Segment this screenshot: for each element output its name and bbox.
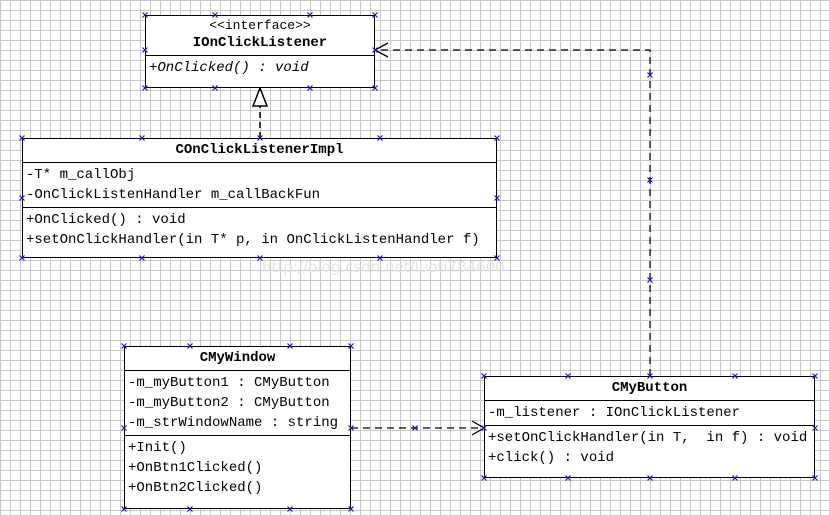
- operation: +OnClicked() : void: [26, 212, 186, 228]
- selection-handle: [287, 343, 293, 349]
- selection-handle: [142, 12, 148, 18]
- selection-handle: [647, 373, 653, 379]
- selection-handle: [142, 85, 148, 91]
- selection-handle: [481, 425, 487, 431]
- selection-handle: [257, 135, 263, 141]
- selection-handle: [121, 343, 127, 349]
- class-ionclicklistener[interactable]: <<interface>> IOnClickListener +OnClicke…: [145, 15, 375, 88]
- selection-handle: [732, 475, 738, 481]
- operation: +OnClicked() : void: [149, 60, 309, 76]
- attribute: -T* m_callObj: [26, 167, 136, 183]
- attribute: -m_myButton2 : CMyButton: [128, 395, 330, 411]
- operation: +setOnClickHandler(in T, in f) : void: [488, 430, 808, 446]
- selection-handle: [121, 506, 127, 512]
- watermark-text: http://blog.csdn.net/luoti784600: [262, 258, 505, 276]
- operations-section: +setOnClickHandler(in T, in f) : void +c…: [485, 426, 814, 470]
- selection-handle: [348, 343, 354, 349]
- class-header: <<interface>> IOnClickListener: [146, 16, 374, 56]
- selection-handle: [19, 255, 25, 261]
- class-cmywindow[interactable]: CMyWindow -m_myButton1 : CMyButton -m_my…: [124, 346, 351, 509]
- selection-handle: [372, 12, 378, 18]
- class-header: CMyButton: [485, 377, 814, 401]
- selection-handle: [307, 85, 313, 91]
- class-cmybutton[interactable]: CMyButton -m_listener : IOnClickListener…: [484, 376, 815, 478]
- selection-handle: [732, 373, 738, 379]
- attributes-section: -m_myButton1 : CMyButton -m_myButton2 : …: [125, 371, 350, 436]
- selection-handle: [647, 72, 653, 78]
- class-name: COnClickListenerImpl: [175, 142, 344, 158]
- stereotype-label: <<interface>>: [209, 18, 311, 33]
- selection-handle: [812, 373, 818, 379]
- attribute: -OnClickListenHandler m_callBackFun: [26, 187, 321, 203]
- attribute: -m_myButton1 : CMyButton: [128, 375, 330, 391]
- selection-handle: [139, 135, 145, 141]
- selection-handle: [348, 506, 354, 512]
- selection-handle: [287, 506, 293, 512]
- selection-handle: [19, 135, 25, 141]
- selection-handle: [187, 343, 193, 349]
- selection-handle: [377, 255, 383, 261]
- selection-handle: [565, 373, 571, 379]
- operations-section: +Init() +OnBtn1Clicked() +OnBtn2Clicked(…: [125, 436, 350, 500]
- selection-handle: [481, 373, 487, 379]
- selection-handle: [812, 475, 818, 481]
- class-header: COnClickListenerImpl: [23, 139, 496, 163]
- operation: +OnBtn2Clicked(): [128, 480, 263, 496]
- selection-handle: [187, 506, 193, 512]
- selection-handle: [257, 255, 263, 261]
- operations-section: +OnClicked() : void +setOnClickHandler(i…: [23, 208, 496, 252]
- attributes-section: -T* m_callObj -OnClickListenHandler m_ca…: [23, 163, 496, 208]
- operations-section: +OnClicked() : void: [146, 56, 374, 80]
- operation: +Init(): [128, 440, 187, 456]
- operation: +click() : void: [488, 450, 615, 466]
- selection-handle: [121, 425, 127, 431]
- selection-handle: [348, 425, 354, 431]
- selection-handle: [647, 177, 653, 183]
- selection-handle: [647, 475, 653, 481]
- selection-handle: [565, 475, 571, 481]
- attribute: -m_strWindowName : string: [128, 415, 339, 431]
- selection-handle: [372, 47, 378, 53]
- class-header: CMyWindow: [125, 347, 350, 371]
- selection-handle: [494, 255, 500, 261]
- selection-handle: [307, 12, 313, 18]
- selection-handle: [212, 12, 218, 18]
- selection-handle: [19, 195, 25, 201]
- attribute: -m_listener : IOnClickListener: [488, 405, 741, 421]
- operation: +OnBtn1Clicked(): [128, 460, 263, 476]
- selection-handle: [212, 85, 218, 91]
- dependency-line-button-to-interface: [376, 49, 651, 376]
- class-name: CMyButton: [611, 380, 688, 396]
- selection-handle: [139, 255, 145, 261]
- selection-handle: [372, 85, 378, 91]
- attributes-section: -m_listener : IOnClickListener: [485, 401, 814, 426]
- selection-handle: [412, 425, 418, 431]
- operation: +setOnClickHandler(in T* p, in OnClickLi…: [26, 232, 480, 248]
- realization-arrowhead: [251, 85, 269, 107]
- selection-handle: [142, 47, 148, 53]
- selection-handle: [377, 135, 383, 141]
- class-name: IOnClickListener: [192, 35, 328, 51]
- class-name: CMyWindow: [199, 350, 276, 366]
- selection-handle: [494, 195, 500, 201]
- selection-handle: [494, 135, 500, 141]
- selection-handle: [481, 475, 487, 481]
- selection-handle: [647, 277, 653, 283]
- selection-handle: [812, 425, 818, 431]
